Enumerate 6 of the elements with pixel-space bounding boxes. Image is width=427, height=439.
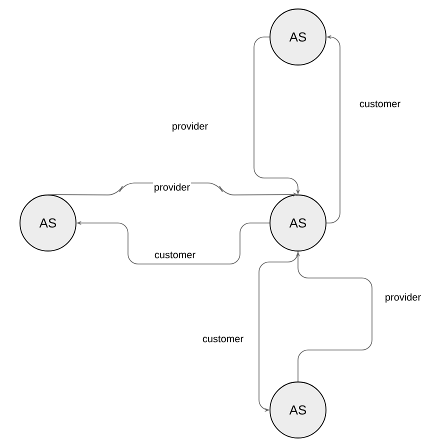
- edge-label: customer: [201, 334, 245, 344]
- edge-label: customer: [153, 250, 197, 260]
- edge-label: provider: [170, 121, 210, 133]
- edge-label: provider: [152, 182, 192, 194]
- edge-label: provider: [384, 292, 422, 304]
- edge-label: customer: [358, 100, 402, 108]
